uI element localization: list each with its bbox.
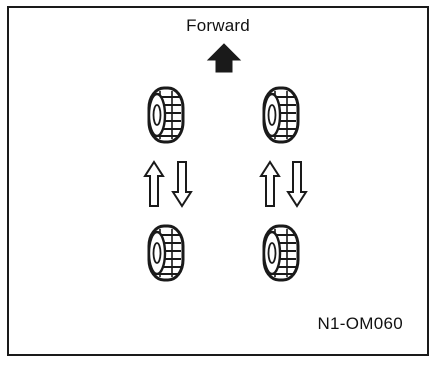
figure-code: N1-OM060 [317,314,403,333]
arrow-up-outline-icon-right [260,161,280,207]
arrow-down-outline-icon-right [287,161,307,207]
arrow-up-outline-icon-left [144,161,164,207]
tire-icon-front-left [147,86,185,144]
arrow-down-outline-icon-left [172,161,192,207]
tire-icon-front-right [262,86,300,144]
forward-arrow-icon [206,43,242,73]
forward-label: Forward [186,16,250,35]
tire-icon-rear-right [262,224,300,282]
tire-icon-rear-left [147,224,185,282]
